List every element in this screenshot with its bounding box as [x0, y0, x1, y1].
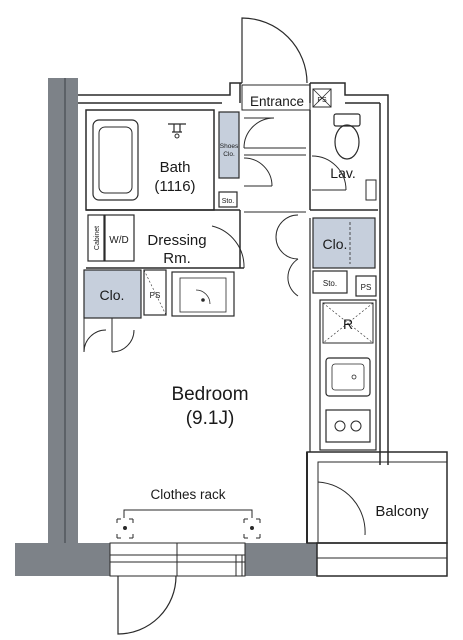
- storage-bath-label: Sto.: [222, 198, 235, 205]
- refrigerator: R: [322, 302, 374, 344]
- entrance-label: Entrance: [250, 94, 304, 109]
- bathtub: [92, 119, 139, 201]
- ps-left: PS: [143, 269, 167, 316]
- washer-dryer: W/D: [104, 214, 135, 262]
- shoes-closet: Shoes Clo.: [218, 111, 240, 179]
- closet-left: Clo.: [83, 269, 142, 353]
- ps-entrance: PS: [312, 88, 332, 108]
- dressing-label-2: Rm.: [163, 250, 191, 267]
- sink-icon: [325, 357, 371, 397]
- entrance-door-swing: [241, 17, 308, 84]
- cabinet: Cabinet: [87, 214, 105, 262]
- closet-main-label: Clo.: [323, 236, 348, 252]
- bottom-right-slab: [316, 542, 448, 577]
- bedroom-label: Bedroom: [171, 384, 248, 405]
- cabinet-label: Cabinet: [94, 226, 101, 250]
- rack-bracket-right: [243, 518, 261, 539]
- ps-entrance-label: PS: [317, 97, 327, 104]
- stove-icon: [325, 409, 371, 443]
- toilet-icon: [333, 113, 361, 160]
- dressing-label: Dressing: [147, 232, 206, 249]
- shower-drain: [171, 271, 235, 317]
- ps-right-label: PS: [361, 283, 372, 292]
- clothes-rack: Clothes rack: [116, 487, 261, 539]
- dressing-door-swing: [211, 225, 245, 269]
- washer-label: W/D: [109, 235, 128, 246]
- bottom-window: [109, 542, 246, 635]
- balcony-label: Balcony: [375, 503, 429, 520]
- balcony: Balcony: [306, 451, 448, 544]
- left-column-wall: [48, 78, 78, 543]
- bottom-mid-wall: [245, 543, 317, 576]
- left-column-inner-line: [64, 78, 66, 543]
- closet-left-label: Clo.: [100, 287, 125, 303]
- closet-main: Clo.: [312, 217, 376, 269]
- outer-walls: [78, 82, 389, 465]
- lav-door-swing: [311, 155, 347, 191]
- structural-walls: [15, 78, 448, 577]
- shoes-closet-label-2: Clo.: [223, 151, 235, 158]
- bedroom: Bedroom (9.1J): [171, 384, 248, 429]
- entrance-area: Entrance PS: [241, 17, 332, 187]
- lav-label: Lav.: [330, 165, 355, 181]
- shoes-closet-label: Shoes: [220, 143, 239, 150]
- bedroom-size-label: (9.1J): [186, 408, 235, 429]
- ps-right: PS: [355, 275, 377, 297]
- clothes-rack-label: Clothes rack: [150, 487, 225, 502]
- hall-door-swing: [243, 117, 275, 149]
- refrigerator-label: R: [343, 316, 353, 332]
- bath-label: Bath: [160, 159, 191, 176]
- bath-area: Bath (1116): [85, 109, 215, 211]
- rack-bracket-left: [116, 518, 134, 539]
- bath-size-label: (1116): [154, 178, 195, 195]
- dressing-area: Cabinet W/D Dressing Rm.: [86, 209, 306, 297]
- bottom-door-swing: [117, 575, 177, 635]
- storage-hall-label: Sto.: [323, 279, 337, 288]
- storage-bath: Sto.: [218, 191, 238, 208]
- balcony-door-swing: [317, 481, 366, 536]
- faucet-icon: [168, 123, 186, 133]
- storage-hall: Sto.: [312, 270, 348, 294]
- kitchen: R: [309, 218, 377, 452]
- closet-left-door-swing: [83, 318, 135, 353]
- lav-area: Lav.: [309, 110, 378, 211]
- bottom-left-wall: [15, 543, 110, 576]
- ps-left-label: PS: [150, 291, 161, 300]
